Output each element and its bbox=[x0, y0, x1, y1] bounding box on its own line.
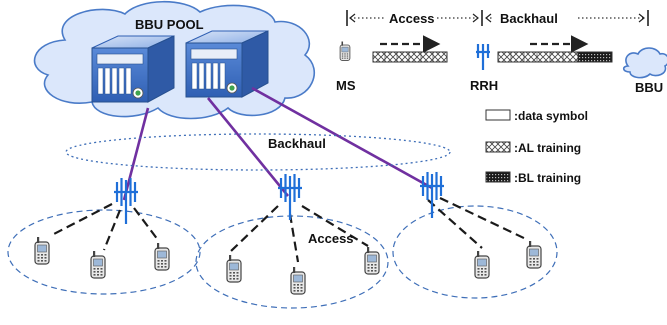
cell-area bbox=[195, 215, 389, 309]
rrh-antenna-icon bbox=[276, 172, 304, 222]
mobile-station-phone-icon bbox=[526, 240, 542, 269]
ms-label: MS bbox=[336, 78, 356, 93]
access-network-label: Access bbox=[308, 231, 354, 246]
rrh-label: RRH bbox=[470, 78, 498, 93]
bbu-label: BBU bbox=[635, 80, 663, 95]
access-frame-al-training bbox=[372, 51, 448, 63]
access-header-label: Access bbox=[389, 11, 435, 26]
fronthaul-links bbox=[122, 86, 433, 201]
mobile-station-phone-icon bbox=[226, 254, 242, 283]
legend-data-symbol-swatch bbox=[485, 109, 511, 121]
mobile-station-phone-icon bbox=[34, 236, 50, 265]
cell-area bbox=[7, 209, 201, 295]
ms-phone-icon bbox=[339, 41, 351, 61]
legend-bl-training-swatch bbox=[485, 171, 511, 183]
backhaul-header-label: Backhaul bbox=[500, 11, 558, 26]
backhaul-ring bbox=[65, 133, 451, 171]
mobile-station-phone-icon bbox=[290, 266, 306, 295]
mobile-station-phone-icon bbox=[154, 242, 170, 271]
backhaul-network-label: Backhaul bbox=[268, 136, 326, 151]
access-links bbox=[49, 197, 529, 263]
mobile-station-phone-icon bbox=[364, 246, 380, 275]
legend-data-symbol-label: :data symbol bbox=[514, 109, 588, 123]
bbu-server-icon bbox=[185, 30, 269, 98]
mobile-station-phone-icon bbox=[90, 250, 106, 279]
rrh-small-antenna-icon bbox=[476, 44, 490, 70]
backhaul-frame-al-training bbox=[497, 51, 579, 63]
bbu-server-icon bbox=[91, 35, 175, 103]
backhaul-frame-bl-training bbox=[577, 51, 613, 63]
legend-bl-training-label: :BL training bbox=[514, 171, 581, 185]
cell-area bbox=[392, 205, 558, 299]
frame-structure-panel bbox=[346, 10, 649, 26]
bbu-small-cloud-icon bbox=[622, 47, 667, 79]
bbu-pool-label: BBU POOL bbox=[135, 17, 204, 32]
legend: :data symbol :AL training :BL training bbox=[485, 109, 588, 185]
legend-al-training-label: :AL training bbox=[514, 141, 581, 155]
legend-al-training-swatch bbox=[485, 141, 511, 153]
mobile-station-phone-icon bbox=[474, 250, 490, 279]
